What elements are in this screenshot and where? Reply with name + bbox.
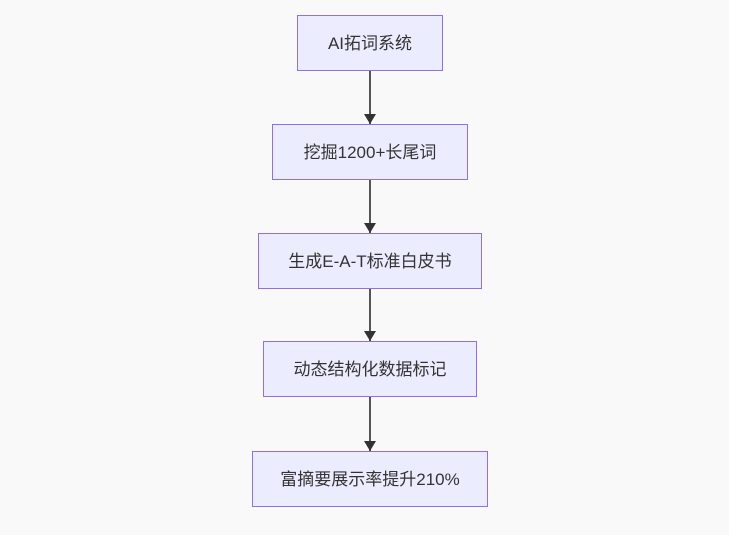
arrow-down-4 <box>369 397 371 451</box>
arrow-down-3 <box>369 289 371 341</box>
flow-node-label: 挖掘1200+长尾词 <box>303 142 437 162</box>
arrow-down-1 <box>369 71 371 124</box>
flow-node-label: 动态结构化数据标记 <box>293 359 447 379</box>
flow-node-longtail-mining: 挖掘1200+长尾词 <box>272 124 468 180</box>
flow-node-rich-snippet-result: 富摘要展示率提升210% <box>252 451 488 507</box>
flow-node-label: AI拓词系统 <box>327 33 413 53</box>
arrow-down-2 <box>369 180 371 233</box>
flow-node-label: 生成E-A-T标准白皮书 <box>288 251 452 271</box>
flow-node-label: 富摘要展示率提升210% <box>280 469 460 489</box>
flow-node-ai-keyword-system: AI拓词系统 <box>297 15 443 71</box>
flow-node-structured-data-markup: 动态结构化数据标记 <box>263 341 477 397</box>
flow-node-eat-whitepaper: 生成E-A-T标准白皮书 <box>258 233 482 289</box>
